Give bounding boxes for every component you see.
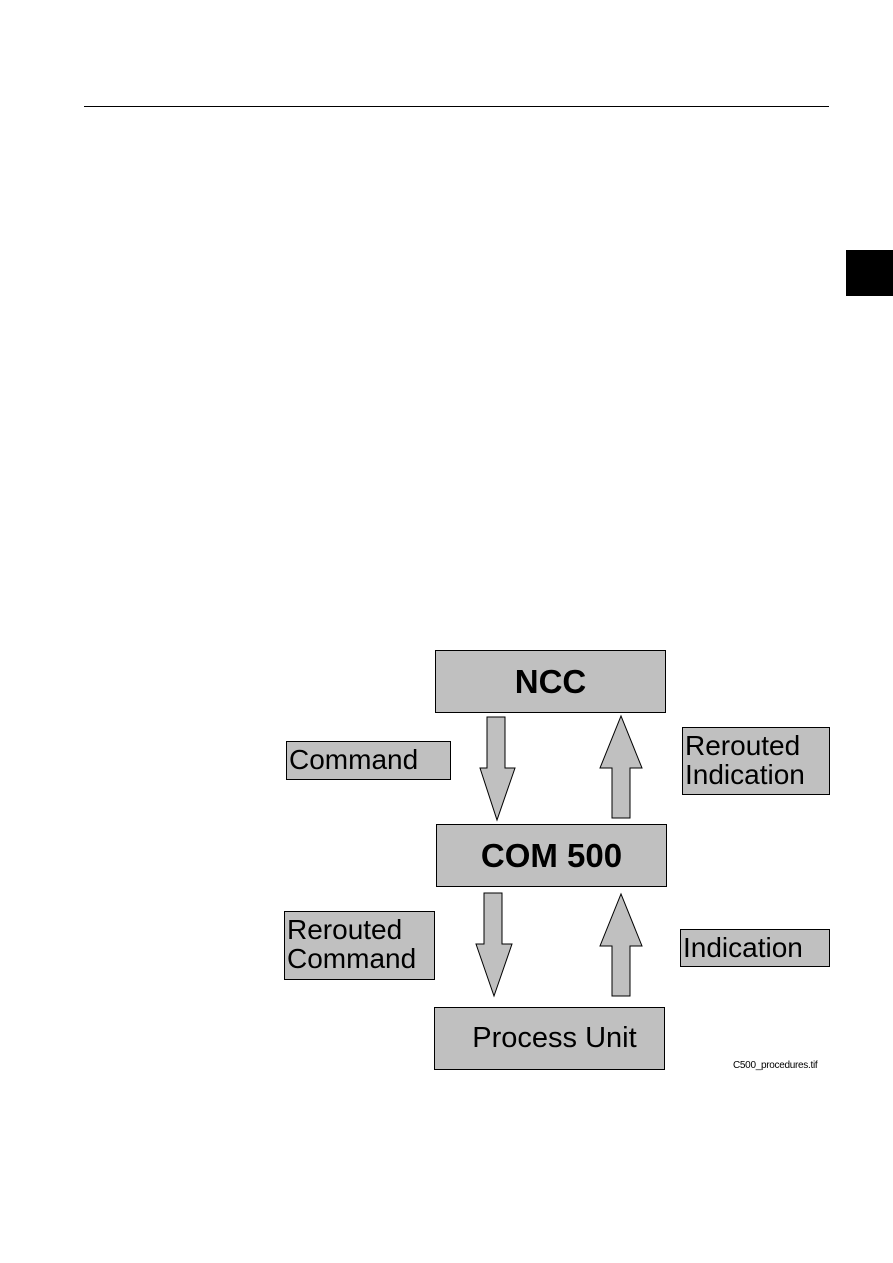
com500-label: COM 500 [480, 836, 623, 874]
rerouted-command-down-arrow [475, 892, 513, 998]
ncc-label: NCC [514, 662, 587, 700]
indication-up-arrow [599, 892, 643, 997]
chapter-tab-marker [846, 250, 893, 296]
header-rule [84, 106, 829, 107]
ncc-box: NCC [435, 650, 666, 713]
indication-label: Indication [680, 929, 830, 967]
command-label: Command [286, 741, 451, 780]
figure-caption: C500_procedures.tif [733, 1060, 818, 1071]
command-down-arrow [479, 716, 516, 822]
rerouted-command-label: Rerouted Command [284, 911, 435, 980]
rerouted-indication-label: Rerouted Indication [682, 727, 830, 795]
process-unit-label: Process Unit [472, 1022, 637, 1054]
com500-box: COM 500 [436, 824, 667, 887]
process-unit-box: Process Unit [434, 1007, 665, 1070]
rerouted-indication-up-arrow [599, 714, 643, 819]
